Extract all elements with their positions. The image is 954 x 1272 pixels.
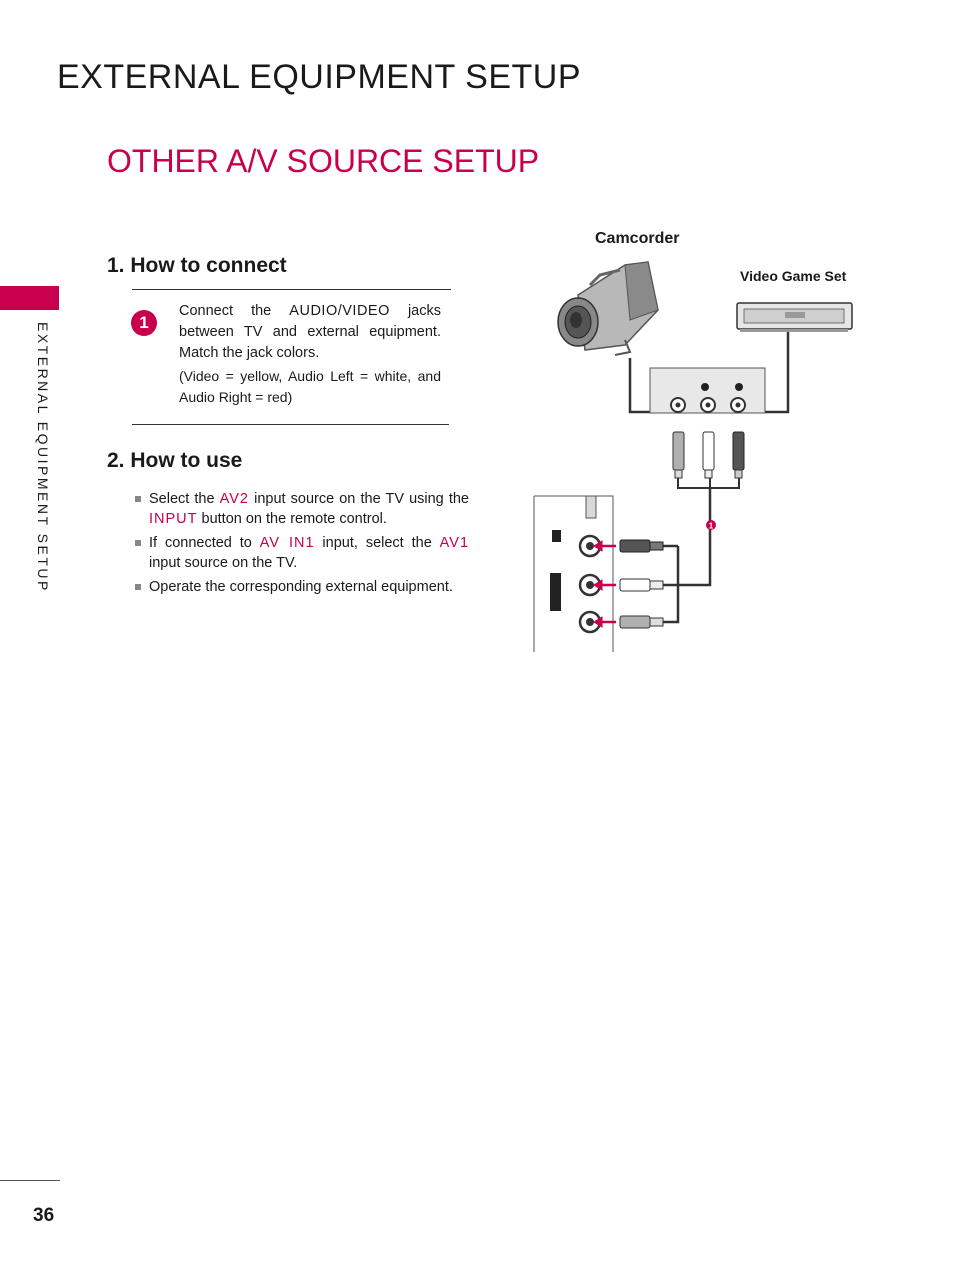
- connection-diagram: 1: [533, 261, 853, 652]
- video-game-label: Video Game Set: [740, 268, 847, 284]
- connection-marker-1: [706, 520, 716, 530]
- jack-color-note: (Video = yellow, Audio Left = white, and…: [179, 368, 441, 405]
- tv-side-panel: [533, 495, 614, 652]
- footer-rule: [0, 1180, 60, 1181]
- section-title: OTHER A/V SOURCE SETUP: [107, 143, 540, 179]
- camcorder-icon: [557, 261, 659, 356]
- divider-bottom: [132, 424, 449, 425]
- external-jack-panel: [649, 367, 766, 414]
- bundled-cable: [663, 488, 712, 587]
- rca-plugs: [672, 431, 745, 489]
- list-item: Operate the corresponding external equip…: [133, 577, 469, 597]
- divider-top: [132, 289, 451, 290]
- how-to-use-heading: 2. How to use: [107, 449, 243, 472]
- bullet-icon: [135, 584, 141, 590]
- page-number: 36: [33, 1205, 55, 1226]
- connect-instruction: Connect the AUDIO/VIDEO jacks between TV…: [179, 303, 441, 361]
- side-section-label: EXTERNAL EQUIPMENT SETUP: [35, 322, 51, 593]
- tv-plugs: [619, 539, 664, 629]
- how-to-connect-heading: 1. How to connect: [107, 254, 287, 277]
- side-tab-marker: [0, 286, 59, 310]
- connection-marker-number: 1: [709, 522, 714, 531]
- camcorder-label: Camcorder: [595, 230, 680, 247]
- video-game-set-icon: [736, 302, 853, 332]
- page-header: EXTERNAL EQUIPMENT SETUP: [57, 58, 581, 96]
- game-cable: [765, 332, 790, 414]
- list-item: Select the AV2 input source on the TV us…: [133, 489, 469, 529]
- bullet-icon: [135, 496, 141, 502]
- step-1-badge: 1: [131, 310, 157, 336]
- insert-arrows: [593, 540, 616, 628]
- list-item: If connected to AV IN1 input, select the…: [133, 533, 469, 573]
- cable-red: [663, 546, 680, 624]
- audio-video-term: AUDIO/VIDEO: [289, 303, 390, 319]
- bullet-icon: [135, 540, 141, 546]
- how-to-use-list: Select the AV2 input source on the TV us…: [133, 489, 469, 601]
- camcorder-cable: [628, 358, 650, 414]
